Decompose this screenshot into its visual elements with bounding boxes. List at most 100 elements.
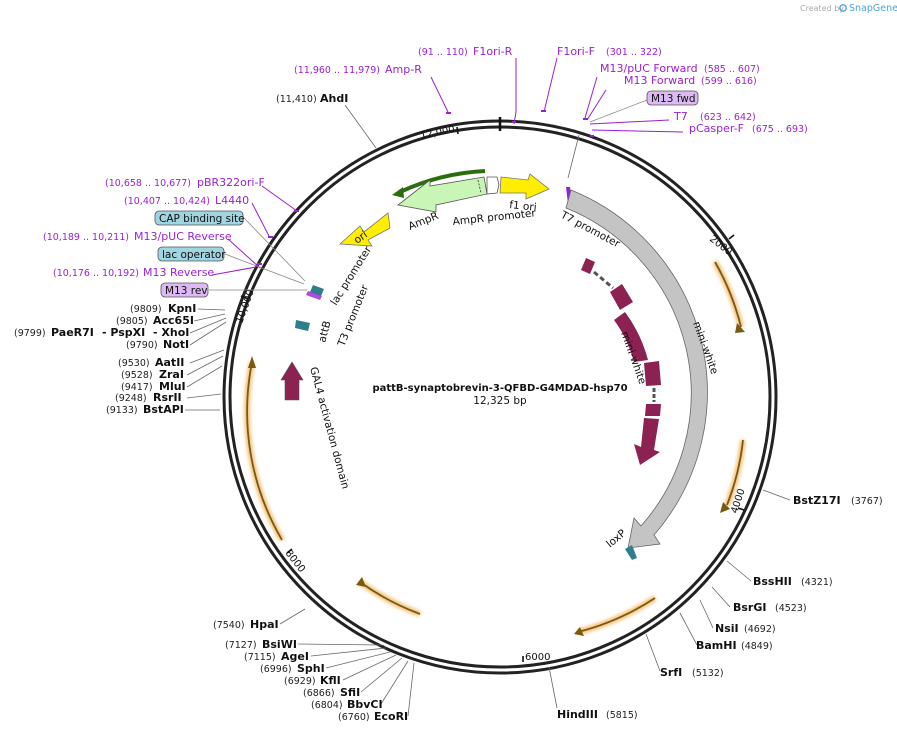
site-pos-nsii: (4692) <box>744 624 776 635</box>
site-bamhi[interactable]: BamHI <box>696 639 737 652</box>
site-pos-bstz17i: (3767) <box>851 496 883 507</box>
site-agei[interactable]: AgeI <box>281 650 309 663</box>
site-ecori[interactable]: EcoRI <box>374 710 408 723</box>
site-bsrgi[interactable]: BsrGI <box>733 601 766 614</box>
feature-label-loxp: loxP <box>604 527 628 550</box>
primer-f1ori-r[interactable]: F1ori-R <box>473 45 513 58</box>
site-pos-zrai: (9528) <box>121 370 153 381</box>
site-paer7i[interactable]: PaeR7I <box>51 326 94 339</box>
feature-label-ampr: AmpR <box>407 210 441 233</box>
site-leaders-bottom <box>279 608 415 717</box>
primer-m13-puc-reverse[interactable]: M13/pUC Reverse <box>134 230 232 243</box>
site-pos-bstapi: (9133) <box>106 405 138 416</box>
primer-amp-r[interactable]: Amp-R <box>385 63 422 76</box>
primer-pos-t7: (623 .. 642) <box>700 112 756 123</box>
site-pos-acc65i: (9805) <box>116 316 148 327</box>
plasmid-name: pattB-synaptobrevin-3-QFBD-G4MDAD-hsp70 <box>372 383 627 394</box>
site-hpai[interactable]: HpaI <box>250 618 279 631</box>
feature-label-gal4: GAL4 activation domain <box>307 366 351 491</box>
gal4-feature[interactable] <box>280 361 304 401</box>
site-zrai[interactable]: ZraI <box>159 368 184 381</box>
primer-leaders-top <box>430 57 684 133</box>
orange-orf-arrowheads <box>248 323 745 636</box>
site-srfi[interactable]: SrfI <box>660 666 682 679</box>
primer-m13-rev: M13 rev <box>165 285 208 297</box>
site-noti[interactable]: NotI <box>163 338 189 351</box>
site-pos-noti: (9790) <box>126 340 158 351</box>
site-pos-bsiwi: (7127) <box>225 640 257 651</box>
attb-feature[interactable] <box>295 320 310 331</box>
primer-marks-top <box>446 110 594 137</box>
primer-t7[interactable]: T7 <box>673 110 688 123</box>
site-pos-bsrgi: (4523) <box>775 603 807 614</box>
site-kpni[interactable]: KpnI <box>168 302 196 315</box>
lac-operator-box[interactable] <box>157 246 225 262</box>
primer-m13-puc-forward[interactable]: M13/pUC Forward <box>600 62 698 75</box>
site-bsshii[interactable]: BssHII <box>753 575 792 588</box>
orange-orf-arcs <box>244 260 746 635</box>
site-pspxi[interactable]: - PspXI <box>102 326 145 339</box>
mini-white-inner-feature[interactable] <box>581 258 661 465</box>
site-nsii[interactable]: NsiI <box>715 622 739 635</box>
primer-pbr322ori-f[interactable]: pBR322ori-F <box>197 176 265 189</box>
f1-ori-feature[interactable] <box>499 173 550 200</box>
primer-m13-fwd: M13 fwd <box>651 93 696 105</box>
site-pos-kpni: (9809) <box>130 304 162 315</box>
site-kfli[interactable]: KflI <box>320 674 341 687</box>
primer-pos-pbr322ori-f: (10,658 .. 10,677) <box>105 178 191 189</box>
site-pos-mlui: (9417) <box>121 382 153 393</box>
snapgene-logo-icon <box>839 4 847 12</box>
site-sfii[interactable]: SfiI <box>340 686 360 699</box>
primer-f1ori-f[interactable]: F1ori-F <box>557 45 595 58</box>
t7-leader <box>567 134 580 179</box>
site-hindiii[interactable]: HindIII <box>557 708 598 721</box>
primer-m13-forward[interactable]: M13 Forward <box>624 74 695 87</box>
site-xhoi[interactable]: - XhoI <box>153 326 189 339</box>
primer-pos-f1ori-r: (91 .. 110) <box>418 47 468 58</box>
primer-pos-m13-puc-reverse: (10,189 .. 10,211) <box>43 232 129 243</box>
plasmid-size: 12,325 bp <box>473 395 527 407</box>
primer-pos-m13-puc-forward: (585 .. 607) <box>704 64 760 75</box>
ahdi-leader <box>344 104 377 149</box>
m13-rev-box[interactable] <box>160 282 209 298</box>
ampr-dash <box>477 179 482 194</box>
ori-feature[interactable] <box>339 212 391 247</box>
site-pos-bbvci: (6804) <box>311 700 343 711</box>
site-bstapi[interactable]: BstAPI <box>143 403 184 416</box>
ampr-promoter-feature[interactable] <box>486 176 500 195</box>
site-pos-paer7i: (9799) <box>14 328 46 339</box>
site-sphi[interactable]: SphI <box>297 662 325 675</box>
site-ahdi[interactable]: AhdI <box>320 92 348 105</box>
primer-m13-reverse[interactable]: M13 Reverse <box>143 266 214 279</box>
primer-pos-l4440: (10,407 .. 10,424) <box>124 196 210 207</box>
site-bbvci[interactable]: BbvCI <box>347 698 383 711</box>
primer-pos-m13-reverse: (10,176 .. 10,192) <box>53 268 139 279</box>
primer-l4440[interactable]: L4440 <box>215 194 249 207</box>
primer-pos-amp-r: (11,960 .. 11,979) <box>294 65 380 76</box>
created-by-label: Created by <box>800 4 844 13</box>
snapgene-brand[interactable]: SnapGene <box>849 3 897 14</box>
site-rsrii[interactable]: RsrII <box>153 391 182 404</box>
site-leaders-right <box>548 489 791 709</box>
site-aatii[interactable]: AatII <box>155 356 184 369</box>
ampr-feature[interactable] <box>397 176 488 213</box>
feature-label-attb: attB <box>316 320 333 344</box>
primer-leaders-left <box>211 185 298 276</box>
site-pos-bamhi: (4849) <box>741 641 773 652</box>
primer-pos-f1ori-f: (301 .. 322) <box>606 47 662 58</box>
site-bstz17i[interactable]: BstZ17I <box>793 494 841 507</box>
box-leaders-left <box>209 217 307 291</box>
cap-binding-site-box[interactable] <box>154 210 244 226</box>
site-pos-ahdi: (11,410) <box>276 94 317 105</box>
site-acc65i[interactable]: Acc65I <box>153 314 194 327</box>
site-mlui[interactable]: MluI <box>159 380 186 393</box>
loxp-feature[interactable] <box>625 545 637 560</box>
tick-label-6000: 6000 <box>525 652 550 663</box>
site-bsiwi[interactable]: BsiWI <box>262 638 297 651</box>
site-pos-ecori: (6760) <box>338 712 370 723</box>
primer-pos-m13-forward: (599 .. 616) <box>701 76 757 87</box>
m13-fwd-box[interactable] <box>646 90 699 106</box>
primer-pcasper-f[interactable]: pCasper-F <box>689 122 744 135</box>
feature-label-f1-ori: f1 ori <box>509 199 537 214</box>
